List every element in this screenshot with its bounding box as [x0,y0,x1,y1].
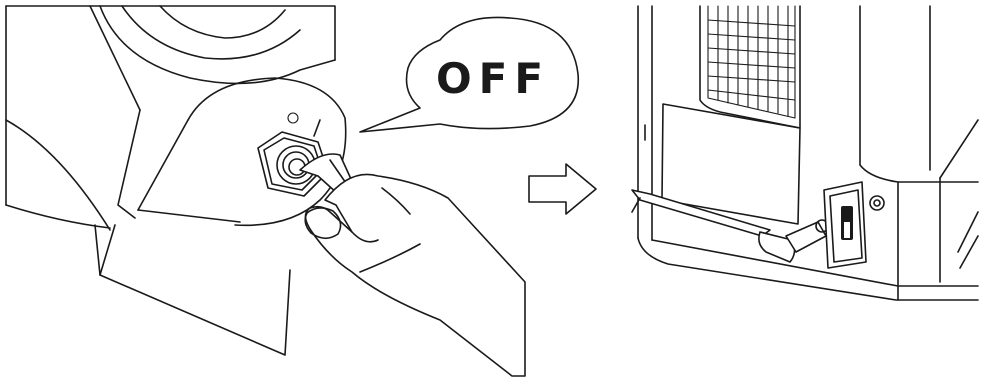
right-arrow-icon [529,164,596,214]
ground-screw-icon [870,196,884,210]
off-label: OFF [436,54,550,103]
vent-grille [700,6,800,128]
unlock-mark-icon [288,113,298,123]
power-switch-icon [824,182,866,268]
machine-panel [632,6,978,300]
lock-mark-icon [314,120,320,136]
callout-bubble: OFF [360,17,578,132]
